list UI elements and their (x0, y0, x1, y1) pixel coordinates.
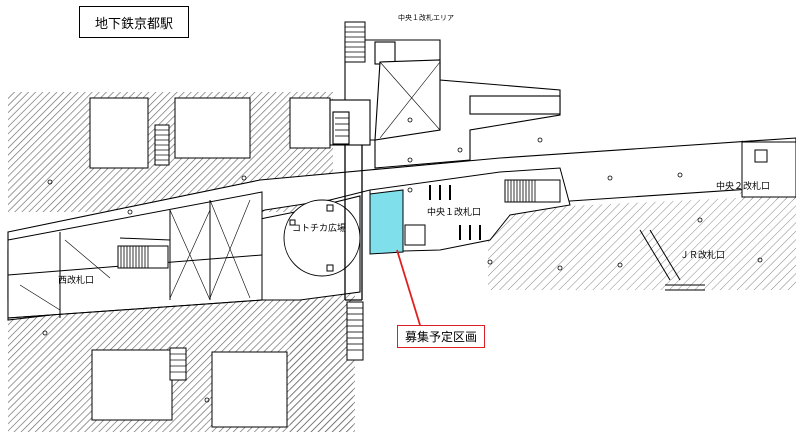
label-central2-gate: 中央２改札口 (716, 180, 770, 192)
label-jr-gate: ＪＲ改札口 (680, 249, 725, 261)
columns (42, 117, 763, 403)
callout-label: 募集予定区画 (397, 325, 485, 348)
kotochika-plaza (283, 199, 361, 277)
label-west-gate: 西改札口 (58, 274, 94, 286)
central-walls (344, 145, 363, 301)
label-central1-gate: 中央１改札口 (427, 206, 481, 218)
callout-leader-line (396, 249, 421, 326)
planned-area[interactable] (369, 189, 404, 255)
upper-center-block (329, 39, 561, 169)
left-escalator (117, 124, 187, 381)
central-gate-area (369, 167, 571, 253)
lower-stairs (346, 301, 364, 361)
label-central1-area: 中央１改札エリア (398, 13, 454, 22)
label-kotochika-plaza: コトチカ広場 (292, 222, 346, 234)
page-title: 地下鉄京都駅 (79, 6, 189, 38)
upper-stairs (335, 21, 366, 137)
right-structures (639, 141, 796, 291)
